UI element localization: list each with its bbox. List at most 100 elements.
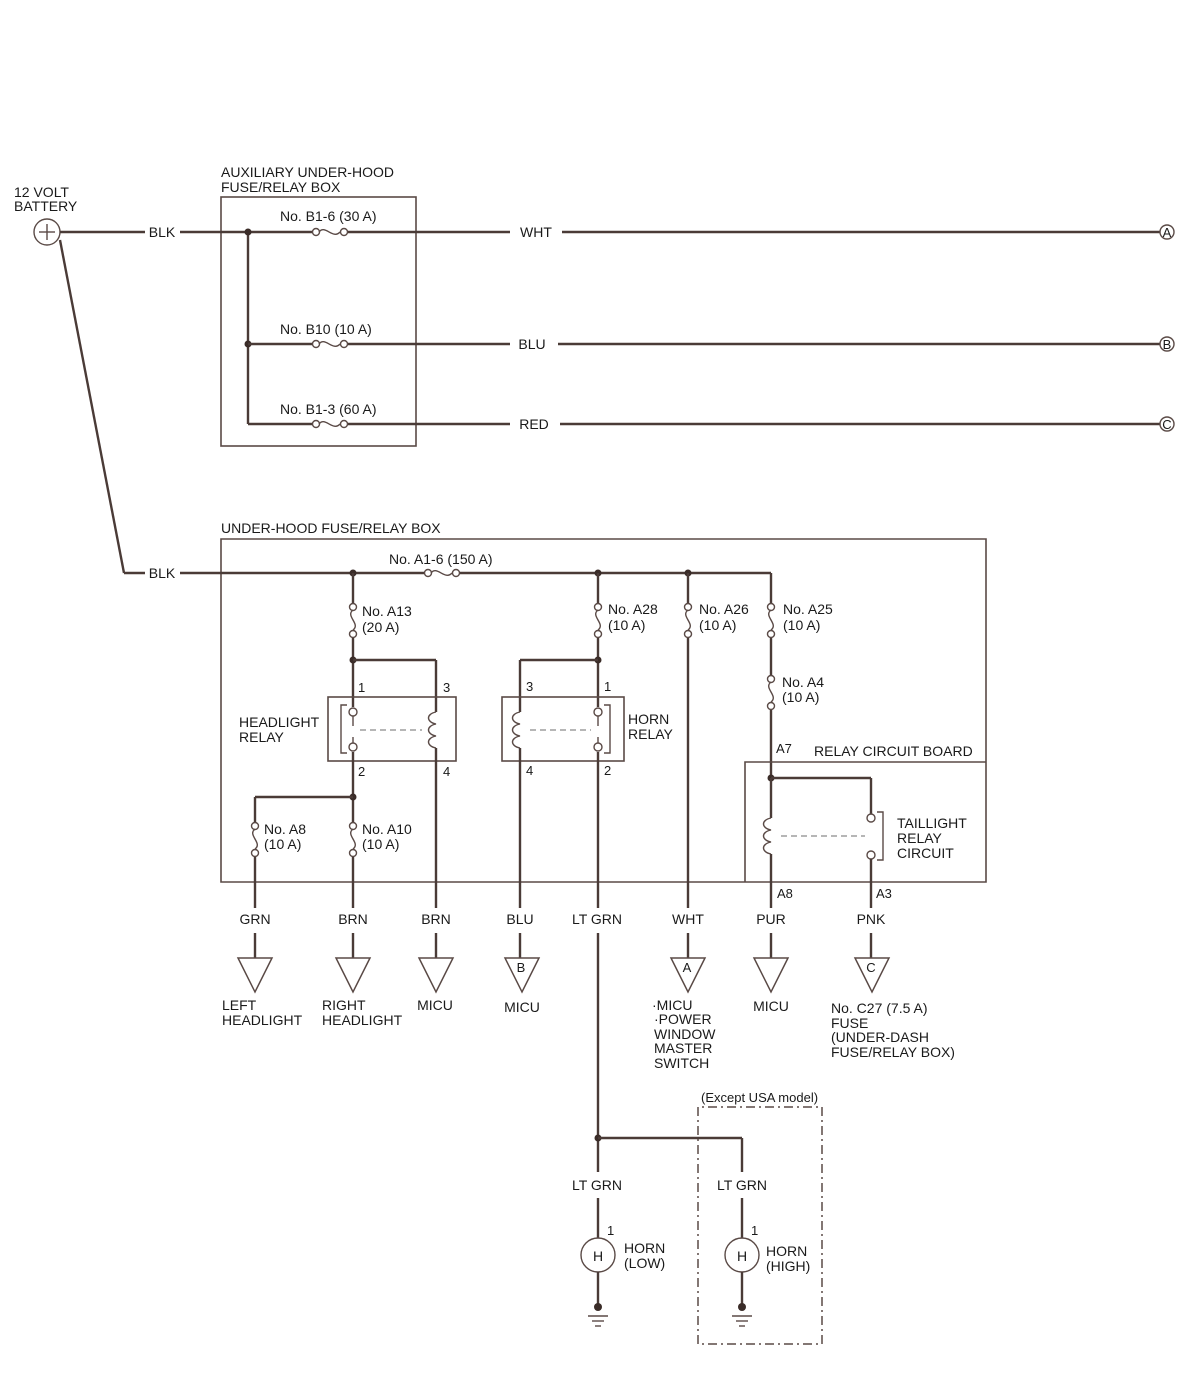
fuse-label-a10-2: (10 A) <box>362 836 399 852</box>
dest-micu-power-4: MASTER <box>654 1040 712 1056</box>
fuse-a10: No. A10 (10 A) <box>348 821 412 858</box>
terminal-label-b: B <box>517 960 526 975</box>
connector-b: B <box>1159 336 1175 352</box>
fuse-label-a26-1: No. A26 <box>699 601 749 617</box>
fuse-a8: No. A8 (10 A) <box>250 821 306 858</box>
fuse-label-a25-2: (10 A) <box>783 617 820 633</box>
fuse-label-a4-2: (10 A) <box>782 689 819 705</box>
except-usa-note: (Except USA model) <box>701 1090 818 1105</box>
fuse-label-a28-2: (10 A) <box>608 617 645 633</box>
horns: LT GRN LT GRN (Except USA model) 1 H HOR… <box>572 1090 823 1345</box>
taillight-label-2: RELAY <box>897 830 943 846</box>
wire-label-blk-bottom: BLK <box>149 565 176 581</box>
svg-text:A: A <box>1163 225 1172 240</box>
fuse-label-a4-1: No. A4 <box>782 674 824 690</box>
headlight-relay-label-1: HEADLIGHT <box>239 714 320 730</box>
fuse-label-a13-2: (20 A) <box>362 619 399 635</box>
fuse-label-b1-6: No. B1-6 (30 A) <box>280 208 377 224</box>
wire-label-brn-1: BRN <box>338 911 368 927</box>
horn-relay: 3 1 4 2 HORN RELAY <box>501 679 674 778</box>
dest-micu-power-3: WINDOW <box>654 1026 716 1042</box>
horn-high-h: H <box>737 1248 747 1264</box>
wire-label-pnk: PNK <box>857 911 886 927</box>
terminal-micu-a <box>669 957 707 994</box>
wire-label-ltgrn-low: LT GRN <box>572 1177 622 1193</box>
horn-relay-pin-3: 3 <box>526 679 533 694</box>
fuse-label-a10-1: No. A10 <box>362 821 412 837</box>
terminal-micu-1 <box>417 957 455 994</box>
dest-left-headlight-2: HEADLIGHT <box>222 1012 303 1028</box>
horn-relay-pin-4: 4 <box>526 763 533 778</box>
wire-label-pur: PUR <box>756 911 786 927</box>
uh-box-title: UNDER-HOOD FUSE/RELAY BOX <box>221 520 441 536</box>
fuse-label-b10: No. B10 (10 A) <box>280 321 372 337</box>
wire-label-blk-top: BLK <box>149 224 176 240</box>
terminal-left-headlight <box>236 957 274 994</box>
wire-label-wht: WHT <box>672 911 704 927</box>
dest-micu-2: MICU <box>504 999 540 1015</box>
horn-low-h: H <box>593 1248 603 1264</box>
relay-board-pin-a8: A8 <box>777 886 793 901</box>
horn-high-pin: 1 <box>751 1223 758 1238</box>
svg-text:B: B <box>1163 337 1172 352</box>
headlight-relay-pin-1: 1 <box>358 680 365 695</box>
fuse-label-a13-1: No. A13 <box>362 603 412 619</box>
relay-circuit-board: RELAY CIRCUIT BOARD A7 TAILLIGHT RELAY C… <box>744 741 986 901</box>
relay-board-title: RELAY CIRCUIT BOARD <box>814 743 973 759</box>
horn-relay-label-2: RELAY <box>628 726 674 742</box>
taillight-label-1: TAILLIGHT <box>897 815 967 831</box>
horn-low-pin: 1 <box>607 1223 614 1238</box>
horn-low-label-2: (LOW) <box>624 1255 665 1271</box>
fuse-a25: No. A25 (10 A) <box>766 601 833 639</box>
wire-label-red-top: RED <box>519 416 549 432</box>
fuse-label-a8-1: No. A8 <box>264 821 306 837</box>
dest-micu-power-2: ·POWER <box>654 1011 712 1027</box>
horn-relay-pin-1: 1 <box>604 679 611 694</box>
relay-board-pin-a7: A7 <box>776 741 792 756</box>
horn-high-label-2: (HIGH) <box>766 1258 810 1274</box>
output-wires: GRN LEFT HEADLIGHT BRN RIGHT HEADLIGHT B… <box>222 882 955 1172</box>
battery-label-line1: 12 VOLT <box>14 184 69 200</box>
wire-label-blu-top: BLU <box>518 336 545 352</box>
fuse-label-a26-2: (10 A) <box>699 617 736 633</box>
horn-relay-label-1: HORN <box>628 711 669 727</box>
dest-fuse-c27-2: FUSE <box>831 1015 868 1031</box>
wire-label-blu: BLU <box>506 911 533 927</box>
wire-label-grn: GRN <box>239 911 270 927</box>
dest-fuse-c27-4: FUSE/RELAY BOX) <box>831 1044 955 1060</box>
fuse-a26: No. A26 (10 A) <box>683 601 749 639</box>
wire-label-brn-2: BRN <box>421 911 451 927</box>
fuse-a1-6: No. A1-6 (150 A) <box>389 551 493 578</box>
svg-text:C: C <box>1162 417 1171 432</box>
battery-label-line2: BATTERY <box>14 198 78 214</box>
terminal-fuse-c <box>853 957 891 994</box>
dest-left-headlight-1: LEFT <box>222 997 257 1013</box>
wire-label-ltgrn-high: LT GRN <box>717 1177 767 1193</box>
terminal-right-headlight <box>334 957 372 994</box>
fuse-label-a25-1: No. A25 <box>783 601 833 617</box>
relay-board-pin-a3: A3 <box>876 886 892 901</box>
wire-label-ltgrn: LT GRN <box>572 911 622 927</box>
terminal-label-c: C <box>866 960 875 975</box>
wire-label-wht-top: WHT <box>520 224 552 240</box>
fuse-label-a8-2: (10 A) <box>264 836 301 852</box>
under-hood-fuse-box: UNDER-HOOD FUSE/RELAY BOX No. A1-6 (150 … <box>180 520 987 901</box>
connector-a: A <box>1159 224 1175 240</box>
terminal-label-a: A <box>683 960 692 975</box>
connector-c: C <box>1159 416 1175 432</box>
horn-low-label-1: HORN <box>624 1240 665 1256</box>
fuse-label-a28-1: No. A28 <box>608 601 658 617</box>
dest-micu-power-1: ·MICU <box>652 997 692 1013</box>
aux-box-title-line1: AUXILIARY UNDER-HOOD <box>221 164 394 180</box>
headlight-relay-pin-4: 4 <box>443 764 450 779</box>
terminal-micu-b <box>503 957 541 994</box>
headlight-relay-pin-3: 3 <box>443 680 450 695</box>
dest-micu-1: MICU <box>417 997 453 1013</box>
terminal-micu-3 <box>752 957 790 994</box>
battery: 12 VOLT BATTERY <box>14 184 78 246</box>
uh-box-outline <box>220 538 987 883</box>
dest-fuse-c27-1: No. C27 (7.5 A) <box>831 1000 928 1016</box>
horn-relay-pin-2: 2 <box>604 763 611 778</box>
dest-micu-power-5: SWITCH <box>654 1055 709 1071</box>
